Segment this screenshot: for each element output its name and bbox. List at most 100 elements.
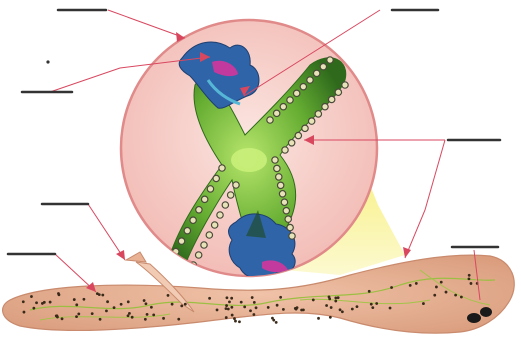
body-dot — [371, 306, 374, 309]
body-dot — [208, 297, 211, 300]
ring-cell — [222, 202, 228, 208]
body-dot — [180, 304, 183, 307]
ring-cell — [288, 140, 294, 146]
ring-cell — [313, 70, 319, 76]
body-dot — [240, 301, 243, 304]
body-dot — [216, 309, 219, 312]
body-dot — [230, 297, 233, 300]
body-dot — [337, 296, 340, 299]
ring-cell — [273, 110, 279, 116]
ring-cell — [327, 57, 333, 63]
body-dot — [300, 309, 303, 312]
ring-cell — [201, 242, 207, 248]
body-dot — [127, 300, 130, 303]
body-dot — [127, 314, 130, 317]
ring-cell — [219, 165, 225, 171]
body-dot — [272, 319, 275, 322]
body-dot — [75, 303, 78, 306]
body-dot — [279, 296, 282, 299]
ring-cell — [289, 233, 295, 239]
ring-cell — [184, 227, 190, 233]
body-dot — [470, 282, 473, 285]
ring-cell — [211, 222, 217, 228]
body-dot — [101, 294, 104, 297]
ring-cell — [277, 182, 283, 188]
ring-cell — [167, 259, 173, 265]
ring-cell — [227, 192, 233, 198]
body-dot — [145, 302, 148, 305]
body-dot — [243, 305, 246, 308]
leader-arrow-icon — [403, 247, 411, 258]
ring-cell — [190, 217, 196, 223]
body-dot — [146, 313, 149, 316]
leader-arrow-icon — [108, 10, 185, 38]
body-dot — [415, 282, 418, 285]
body-dot — [131, 316, 134, 319]
pharynx-tip — [126, 252, 146, 262]
magnified-view — [121, 20, 377, 278]
body-dot — [409, 284, 412, 287]
ring-cell — [178, 238, 184, 244]
body-dot — [30, 295, 33, 298]
ring-cell — [280, 103, 286, 109]
body-dot — [356, 305, 359, 308]
body-dot — [435, 286, 438, 289]
body-dot — [49, 301, 52, 304]
body-dot — [43, 301, 46, 304]
body-dot — [150, 306, 153, 309]
ring-cell — [315, 111, 321, 117]
body-dot — [351, 308, 354, 311]
body-dot — [276, 304, 279, 307]
ring-cell — [272, 157, 278, 163]
body-dot — [231, 314, 234, 317]
body-dot — [389, 307, 392, 310]
ring-cell — [206, 232, 212, 238]
ring-cell — [196, 207, 202, 213]
ring-cell — [335, 89, 341, 95]
body-dot — [171, 303, 174, 306]
body-dot — [152, 313, 155, 316]
body-dot — [83, 298, 86, 301]
ring-cell — [287, 224, 293, 230]
body-dot — [96, 292, 99, 295]
body-dot — [325, 304, 328, 307]
body-dot — [105, 309, 108, 312]
leader-arrow-icon — [405, 140, 445, 258]
body-dot — [226, 296, 229, 299]
body-dot — [99, 318, 102, 321]
body-dot — [144, 318, 147, 321]
body-dot — [73, 298, 76, 301]
body-dot — [23, 311, 26, 314]
body-dot — [330, 306, 333, 309]
body-dot — [252, 313, 255, 316]
leader-arrow-icon — [88, 204, 125, 260]
body-dot — [35, 301, 38, 304]
body-dot — [58, 293, 61, 296]
body-dot — [460, 296, 463, 299]
central-nucleus — [231, 148, 267, 172]
ring-cell — [307, 77, 313, 83]
ring-cell — [302, 125, 308, 131]
ring-cell — [320, 63, 326, 69]
ring-cell — [322, 103, 328, 109]
body-dot — [312, 299, 315, 302]
body-dot — [433, 294, 436, 297]
body-dot — [468, 277, 471, 280]
body-dot — [295, 308, 298, 311]
ring-cell — [281, 199, 287, 205]
body-dot — [162, 317, 165, 320]
ring-cell — [342, 82, 348, 88]
body-dot — [454, 294, 457, 297]
ring-cell — [279, 191, 285, 197]
body-dot — [238, 320, 241, 323]
body-dot — [77, 313, 80, 316]
body-dot — [120, 303, 123, 306]
body-dot — [440, 281, 443, 284]
body-dot — [341, 310, 344, 313]
body-dot — [251, 296, 254, 299]
body-dot — [91, 312, 94, 315]
body-dot — [468, 274, 471, 277]
body-dot — [375, 302, 378, 305]
ring-cell — [185, 272, 191, 278]
